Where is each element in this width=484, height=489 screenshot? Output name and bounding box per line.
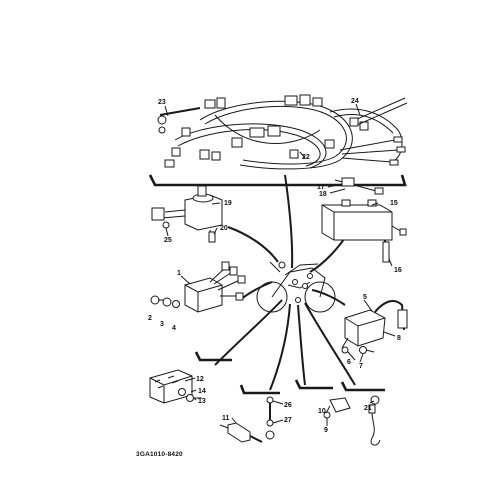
callout-8: 8: [397, 335, 401, 342]
sensor-part: [323, 397, 351, 419]
callout-9: 9: [324, 427, 328, 434]
leader-lines: [194, 174, 385, 395]
callout-17: 17: [317, 184, 325, 191]
callout-13: 13: [198, 398, 206, 405]
callout-21: 21: [364, 405, 372, 412]
callout-labels: 23 24 22 17 18 15 16 19 20 25 1 2 3 4 5 …: [148, 98, 402, 434]
rectifier-regulator-part: [149, 369, 202, 404]
callout-6: 6: [347, 359, 351, 366]
callout-lines: [164, 103, 396, 426]
callout-25: 25: [164, 237, 172, 244]
callout-5: 5: [363, 294, 367, 301]
callout-14: 14: [198, 388, 206, 395]
motorcycle-outline: [256, 261, 336, 313]
main-switch-part: [151, 185, 223, 243]
callout-18: 18: [319, 191, 327, 198]
callout-11: 11: [222, 415, 230, 422]
callout-2: 2: [148, 315, 152, 322]
callout-10: 10: [318, 408, 326, 415]
wire-lead-part: [368, 395, 381, 446]
callout-23: 23: [158, 99, 166, 106]
ignition-coil-part: [341, 299, 408, 354]
callout-19: 19: [224, 200, 232, 207]
callout-12: 12: [196, 376, 204, 383]
callout-3: 3: [160, 321, 164, 328]
callout-26: 26: [284, 402, 292, 409]
callout-20: 20: [220, 225, 228, 232]
callout-1: 1: [177, 270, 181, 277]
callout-27: 27: [284, 417, 292, 424]
callout-22: 22: [302, 154, 310, 161]
spark-plug-part: [219, 422, 263, 443]
callout-16: 16: [394, 267, 402, 274]
callout-4: 4: [172, 325, 176, 332]
cdi-unit-part: [150, 261, 246, 313]
battery-part: [321, 177, 407, 263]
neutral-switch-part: [265, 396, 275, 440]
callout-7: 7: [359, 363, 363, 370]
callout-24: 24: [351, 98, 359, 105]
callout-15: 15: [390, 200, 398, 207]
diagram-code: 3GA1010-8420: [136, 451, 183, 458]
wire-harness-group: [148, 94, 408, 187]
